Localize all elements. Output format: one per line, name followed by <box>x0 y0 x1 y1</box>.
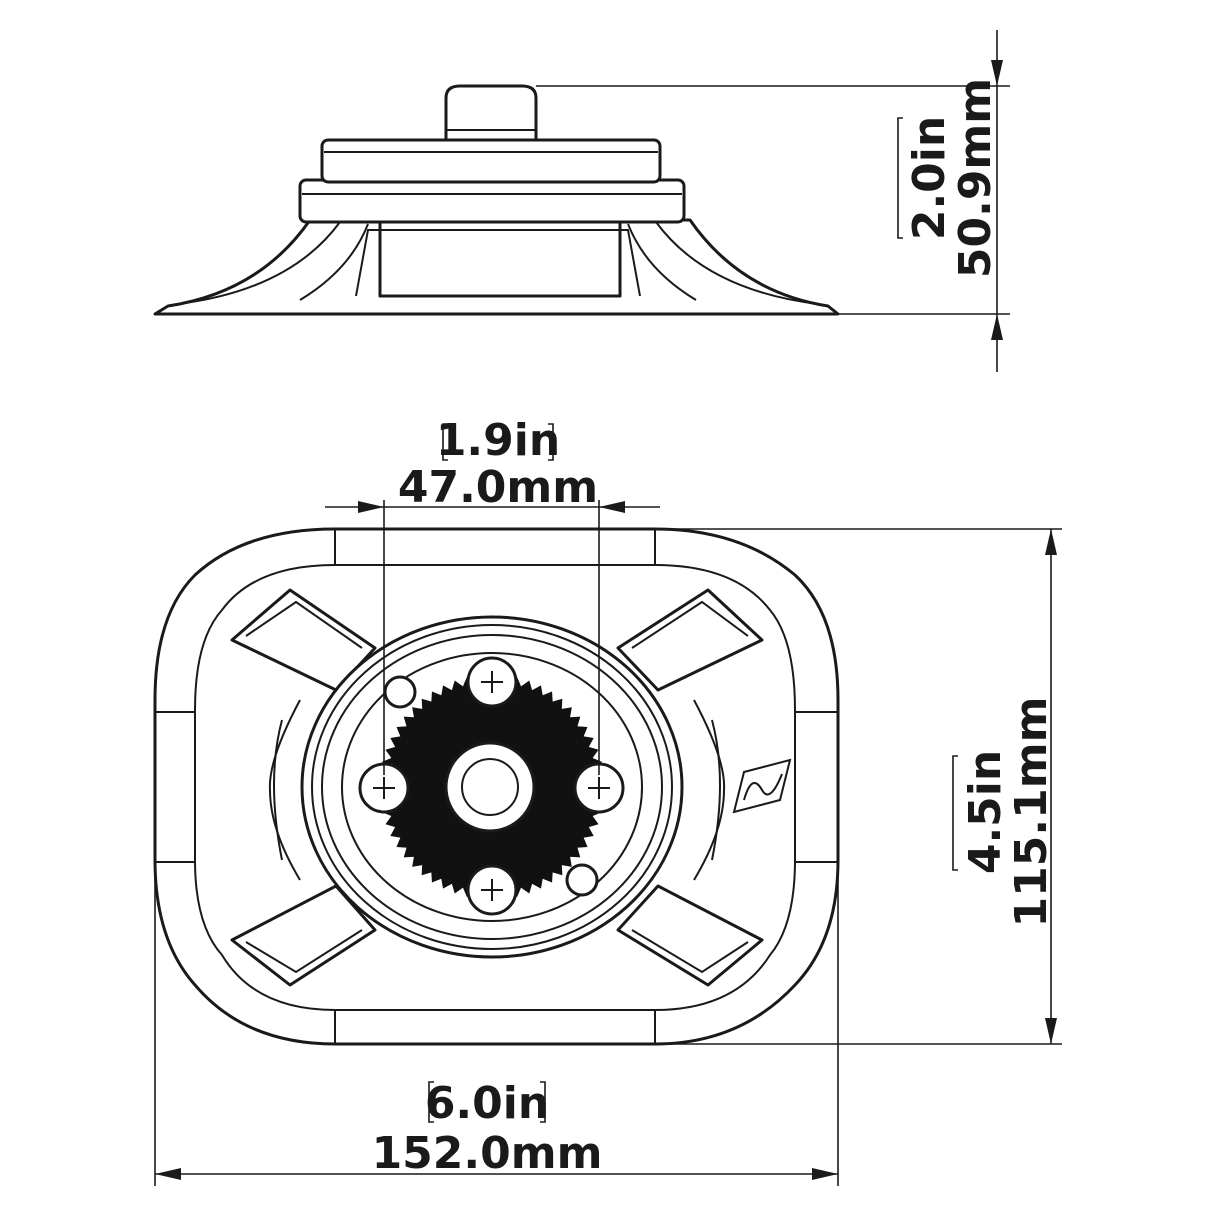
side-rib-right <box>627 221 819 305</box>
width-metric: 152.0mm <box>372 1128 603 1179</box>
cup-ring-2 <box>321 634 663 940</box>
depth-metric: 115.1mm <box>1006 697 1057 928</box>
bolt-bottom <box>466 864 518 916</box>
tab-left <box>154 711 196 863</box>
side-upper-collar <box>320 138 662 184</box>
side-post <box>444 84 538 142</box>
height-imperial: 2.0in <box>904 116 955 240</box>
cup-ring-1 <box>311 624 673 950</box>
bolt-spacing-imperial: 1.9in <box>436 415 560 466</box>
height-dimension: 2.0in 50.9mm <box>536 30 1010 372</box>
tab-bottom <box>334 1009 656 1045</box>
arm-bottom-right <box>616 884 764 987</box>
arm-bottom-left <box>230 884 377 987</box>
depth-imperial: 4.5in <box>960 750 1011 874</box>
lobe-right <box>693 699 726 881</box>
bolt-spacing-dimension: 1.9in 47.0mm <box>325 415 660 775</box>
center-boss-inner <box>461 758 519 816</box>
tab-right <box>794 711 839 863</box>
width-dimension: 6.0in 152.0mm <box>154 870 839 1186</box>
arm-top-right <box>616 588 764 692</box>
side-lower-collar <box>298 178 686 224</box>
cup-ring-3 <box>341 652 643 922</box>
lobe-left <box>268 699 301 881</box>
side-base-flange <box>153 218 840 316</box>
pin-upper-left <box>383 675 417 709</box>
width-imperial: 6.0in <box>425 1078 549 1129</box>
bolt-spacing-metric: 47.0mm <box>398 462 598 513</box>
side-skirt <box>355 229 641 297</box>
bolt-top <box>466 656 518 708</box>
logo-icon <box>732 758 792 814</box>
pin-lower-right <box>565 863 599 897</box>
height-metric: 50.9mm <box>950 78 1001 278</box>
side-view <box>153 84 840 316</box>
depth-dimension: 4.5in 115.1mm <box>655 528 1062 1045</box>
center-boss-outer <box>444 741 536 833</box>
side-rib-left <box>177 221 369 305</box>
arm-top-left <box>230 588 377 692</box>
tab-top <box>334 528 656 566</box>
top-view <box>153 527 840 1046</box>
